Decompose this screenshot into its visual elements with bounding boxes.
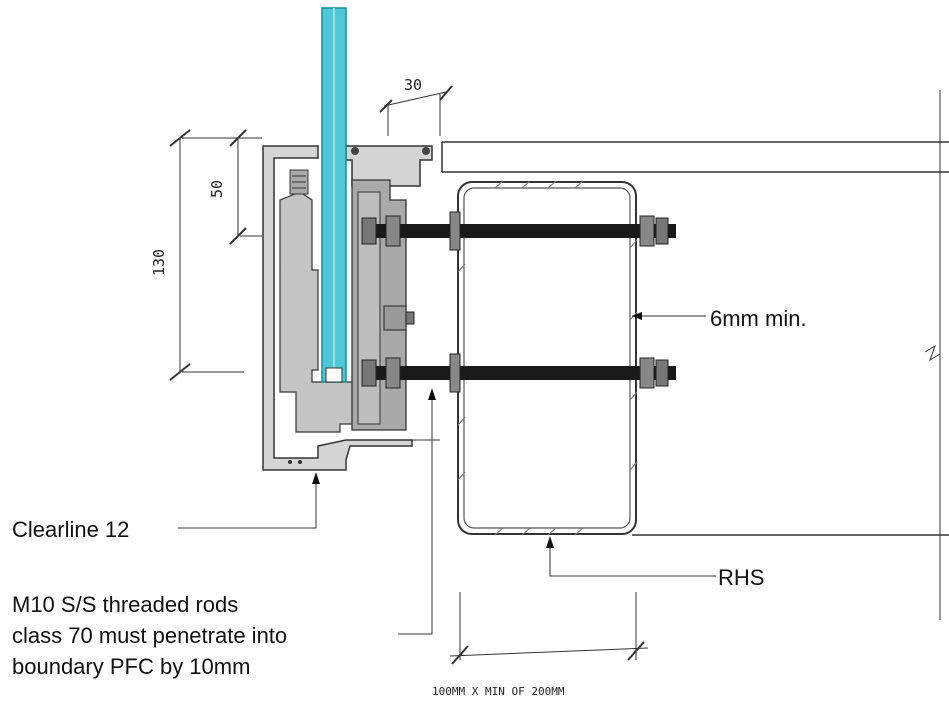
label-6mm-min: 6mm min. bbox=[632, 306, 807, 331]
label-rhs: RHS bbox=[546, 536, 764, 590]
rods-label-line-1: M10 S/S threaded rods bbox=[12, 592, 238, 617]
threaded-rod-lower bbox=[361, 353, 676, 393]
rods-label-line-3: boundary PFC by 10mm bbox=[12, 654, 250, 679]
dimension-rhs-size: 100MM X MIN OF 200MM bbox=[432, 592, 649, 698]
label-threaded-rods: M10 S/S threaded rods class 70 must pene… bbox=[12, 388, 436, 679]
label-clearline: Clearline 12 bbox=[12, 472, 320, 542]
dimension-30: 30 bbox=[379, 76, 453, 136]
set-screw bbox=[383, 305, 415, 331]
dim-130-text: 130 bbox=[150, 249, 168, 276]
rhs-label: RHS bbox=[718, 565, 764, 590]
clearline-label: Clearline 12 bbox=[12, 517, 129, 542]
threaded-rod-upper bbox=[361, 211, 676, 251]
boundary-beam bbox=[441, 90, 949, 620]
wall-thickness-label: 6mm min. bbox=[710, 306, 807, 331]
glass-panel bbox=[321, 7, 347, 383]
dimension-50: 50 bbox=[208, 129, 262, 245]
rhs-section bbox=[457, 180, 638, 536]
dim-30-text: 30 bbox=[404, 76, 422, 94]
clamp-body-left bbox=[279, 169, 361, 433]
dim-rhs-text: 100MM X MIN OF 200MM bbox=[432, 685, 565, 698]
rods-label-line-2: class 70 must penetrate into bbox=[12, 623, 287, 648]
dim-50-text: 50 bbox=[208, 180, 226, 198]
dimension-130: 130 bbox=[150, 129, 262, 381]
